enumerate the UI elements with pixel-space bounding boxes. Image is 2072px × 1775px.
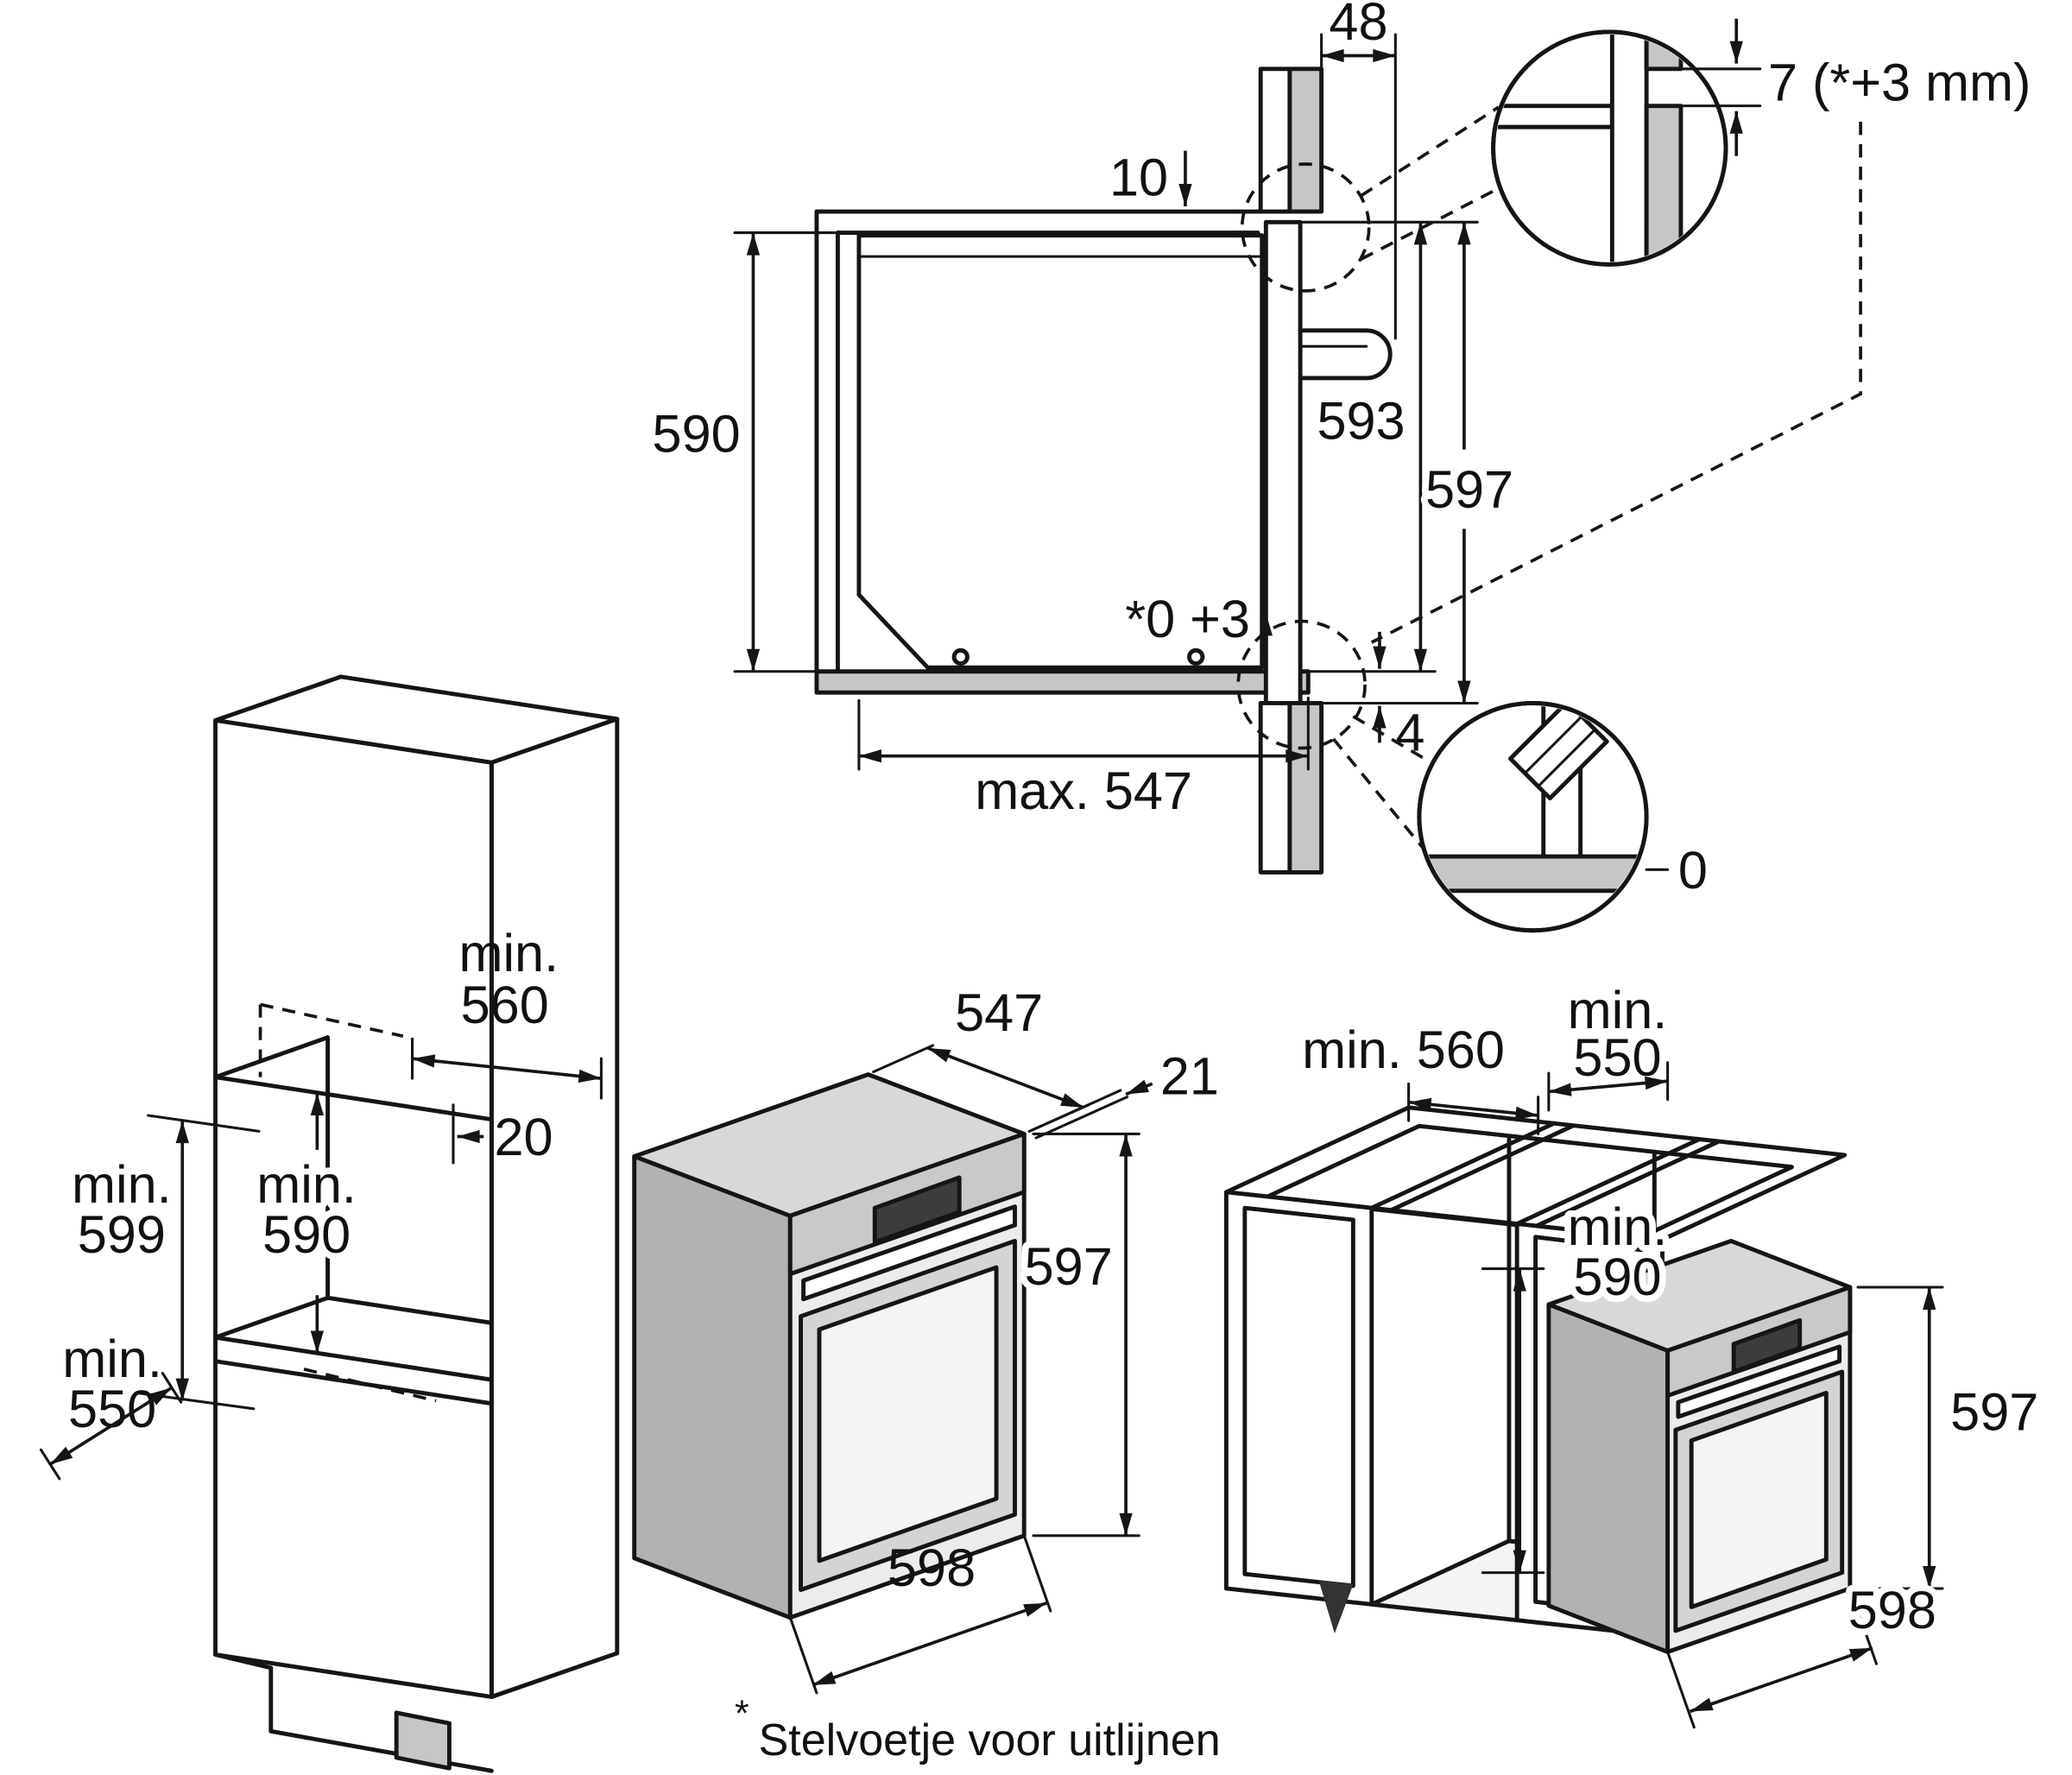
left-cabinet-front	[1223, 1190, 1374, 1607]
dimension-590: 590	[653, 231, 837, 673]
dimension-48: 48	[1320, 0, 1397, 340]
oven-door-glass	[817, 1265, 999, 1563]
detail-circle-top: 7 (*+3 mm)	[1491, 18, 2031, 267]
dimension-593: 593	[1301, 220, 1479, 673]
dim-label-min: min.	[62, 1330, 162, 1388]
dim-label-550: 550	[1573, 1028, 1661, 1087]
dim-label-0: 0	[1678, 841, 1708, 900]
oven-foot	[1187, 647, 1205, 666]
door-handle	[801, 1204, 1017, 1302]
dim-label-max-547: max. 547	[975, 761, 1192, 820]
footnote-asterisk: *	[735, 1693, 749, 1734]
display	[872, 1175, 962, 1245]
dimension-width-598: 598	[1666, 1574, 1943, 1729]
dimension-depth-550: min. 550	[39, 1330, 183, 1481]
cabinet-front-face	[213, 717, 494, 1699]
shelf-edge	[1421, 854, 1645, 894]
dimension-base-niche-depth-560: min. 560	[1302, 1020, 1540, 1135]
dim-label-min-560: min. 560	[1302, 1020, 1505, 1079]
plinth	[213, 1652, 494, 1773]
dim-label-560: 560	[461, 976, 549, 1034]
detail-ref-circle-top	[1240, 162, 1371, 293]
dimension-niche-depth-560: min. 560	[411, 924, 603, 1100]
dim-label-4: 4	[1395, 704, 1424, 762]
base-niche-height-labels: min. 590	[1561, 1191, 1674, 1312]
dim-label-48: 48	[1329, 0, 1387, 51]
plinth-foot	[394, 1710, 452, 1771]
dimension-outer-height-599: min. 599	[72, 1114, 261, 1411]
detail-ref-circle-bottom	[1236, 619, 1367, 750]
upper-cabinet-front	[1287, 66, 1324, 214]
display	[1731, 1317, 1803, 1374]
dimension-depth-547: 547	[872, 983, 1090, 1133]
tall-cabinet-view: min. 560 20 min. 599 min. 590	[39, 674, 620, 1773]
detail-circle-bottom: 0	[1417, 701, 1708, 933]
dimension-597: 597	[1301, 222, 1520, 705]
dim-label-597: 597	[1025, 1237, 1113, 1296]
dim-label-21: 21	[1160, 1047, 1219, 1106]
dim-label-590: 590	[1573, 1248, 1661, 1306]
cross-section-view: 48 10 590 593 597	[653, 0, 1862, 875]
lower-cabinet-front	[1287, 701, 1324, 875]
oven-side-face	[632, 1154, 793, 1620]
dim-label-593: 593	[1317, 391, 1405, 450]
dim-label-20: 20	[494, 1108, 553, 1166]
oven-body-section	[856, 233, 1265, 670]
dimension-base-top-depth-550: min. 550	[1547, 981, 1670, 1112]
dimension-height-597: 597	[1856, 1285, 2038, 1590]
pulled-out-oven: 597 598	[1546, 1238, 2038, 1729]
dim-label-min: min.	[72, 1155, 172, 1214]
dim-label-590: 590	[653, 405, 741, 464]
dimension-overhang-21: 21	[1027, 1047, 1219, 1140]
dimension-7mm: 7 (*+3 mm)	[1679, 18, 2031, 156]
footnote: * Stelvoetje voor uitlijnen	[735, 1693, 1221, 1766]
dim-label-7mm: 7 (*+3 mm)	[1768, 54, 2031, 112]
dim-label-min: min.	[1568, 981, 1668, 1039]
dim-label-550: 550	[68, 1380, 156, 1438]
dim-label-590: 590	[262, 1205, 351, 1264]
oven-handle-section	[1298, 328, 1393, 381]
plinth-notch	[1318, 1580, 1354, 1634]
dim-label-min: min.	[256, 1155, 357, 1214]
asterisk-reference-line	[1370, 122, 1862, 644]
adjustable-foot	[1508, 705, 1609, 801]
dimension-width-598: 598	[788, 1534, 1052, 1695]
dim-label-598: 598	[1848, 1581, 1936, 1639]
dimension-foot-adjust: *0 +3	[1125, 590, 1273, 664]
dim-label-547: 547	[955, 983, 1043, 1042]
dim-label-598: 598	[888, 1538, 976, 1597]
dimension-base-niche-height-590	[1481, 1267, 1545, 1575]
oven-foot	[951, 647, 970, 666]
niche-bottom-shelf	[814, 669, 1311, 695]
dimension-niche-height-590: min. 590	[250, 1084, 385, 1364]
dim-label-10: 10	[1109, 148, 1168, 207]
dim-label-599: 599	[78, 1205, 166, 1264]
footnote-text: Stelvoetje voor uitlijnen	[759, 1715, 1221, 1766]
dim-label-597: 597	[1425, 460, 1513, 519]
dimension-4: 4	[1373, 631, 1424, 762]
dimension-height-597: 597	[1018, 1132, 1140, 1538]
dim-label-min: min.	[1568, 1197, 1668, 1256]
oven-door-top-edge	[1644, 104, 1684, 262]
cabinet-right-face	[489, 717, 620, 1699]
dim-label-foot: *0 +3	[1125, 590, 1250, 648]
dimension-setback-20: 20	[452, 1103, 553, 1166]
oven-door-glass	[1689, 1391, 1829, 1609]
dim-label-min: min.	[458, 924, 559, 982]
oven-side-face	[1546, 1302, 1671, 1654]
dimension-max-547: max. 547	[857, 696, 1310, 820]
dim-label-597: 597	[1950, 1382, 2038, 1441]
oven-door-section	[1263, 219, 1303, 705]
oven-front-view: 547 21 597 598	[632, 983, 1219, 1695]
door-handle	[1676, 1344, 1842, 1419]
dimension-10: 10	[1109, 148, 1192, 207]
